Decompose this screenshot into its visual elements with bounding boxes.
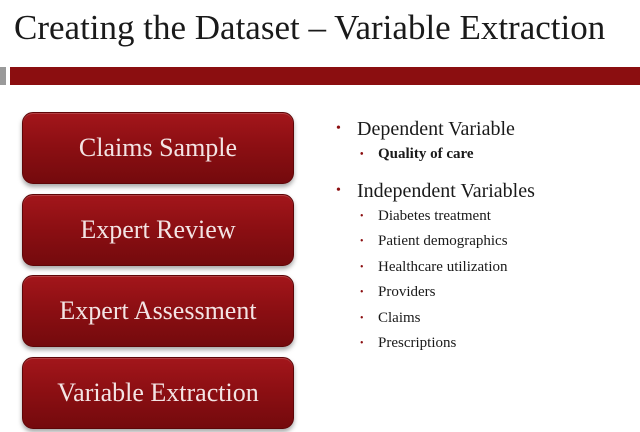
independent-item-label: Prescriptions xyxy=(378,335,457,351)
step-claims-sample: Claims Sample xyxy=(22,112,294,184)
step-expert-assessment: Expert Assessment xyxy=(22,275,294,347)
slide-title: Creating the Dataset – Variable Extracti… xyxy=(14,8,606,47)
independent-variables-heading: • Independent Variables xyxy=(335,178,635,204)
bullet-icon: • xyxy=(360,338,364,349)
step-variable-extraction: Variable Extraction xyxy=(22,357,294,429)
dependent-item: • Quality of care xyxy=(335,142,635,168)
independent-item: • Diabetes treatment xyxy=(335,204,635,230)
independent-item-label: Claims xyxy=(378,309,421,326)
independent-item-label: Diabetes treatment xyxy=(378,207,491,224)
independent-item-label: Providers xyxy=(378,284,436,300)
independent-item-label: Patient demographics xyxy=(378,233,508,249)
spacer xyxy=(335,168,635,178)
bullet-icon: • xyxy=(336,182,341,198)
bullet-icon: • xyxy=(360,210,364,222)
independent-variables-label: Independent Variables xyxy=(357,179,535,202)
step-expert-review: Expert Review xyxy=(22,194,294,266)
bullet-icon: • xyxy=(360,236,364,247)
bullet-icon: • xyxy=(360,261,364,273)
variable-list: • Dependent Variable • Quality of care •… xyxy=(335,116,635,357)
dependent-variable-heading: • Dependent Variable xyxy=(335,116,635,142)
dependent-variable-label: Dependent Variable xyxy=(357,118,515,140)
bullet-icon: • xyxy=(360,287,364,298)
title-rule xyxy=(10,67,640,85)
independent-item: • Patient demographics xyxy=(335,229,635,255)
independent-item-label: Healthcare utilization xyxy=(378,258,508,275)
independent-item: • Prescriptions xyxy=(335,331,635,357)
bullet-icon: • xyxy=(360,149,364,160)
independent-item: • Healthcare utilization xyxy=(335,255,635,281)
bullet-icon: • xyxy=(336,121,341,136)
independent-item: • Claims xyxy=(335,306,635,332)
dependent-item-label: Quality of care xyxy=(378,146,474,162)
independent-item: • Providers xyxy=(335,280,635,306)
bullet-icon: • xyxy=(360,312,364,324)
title-rule-accent xyxy=(0,67,6,85)
